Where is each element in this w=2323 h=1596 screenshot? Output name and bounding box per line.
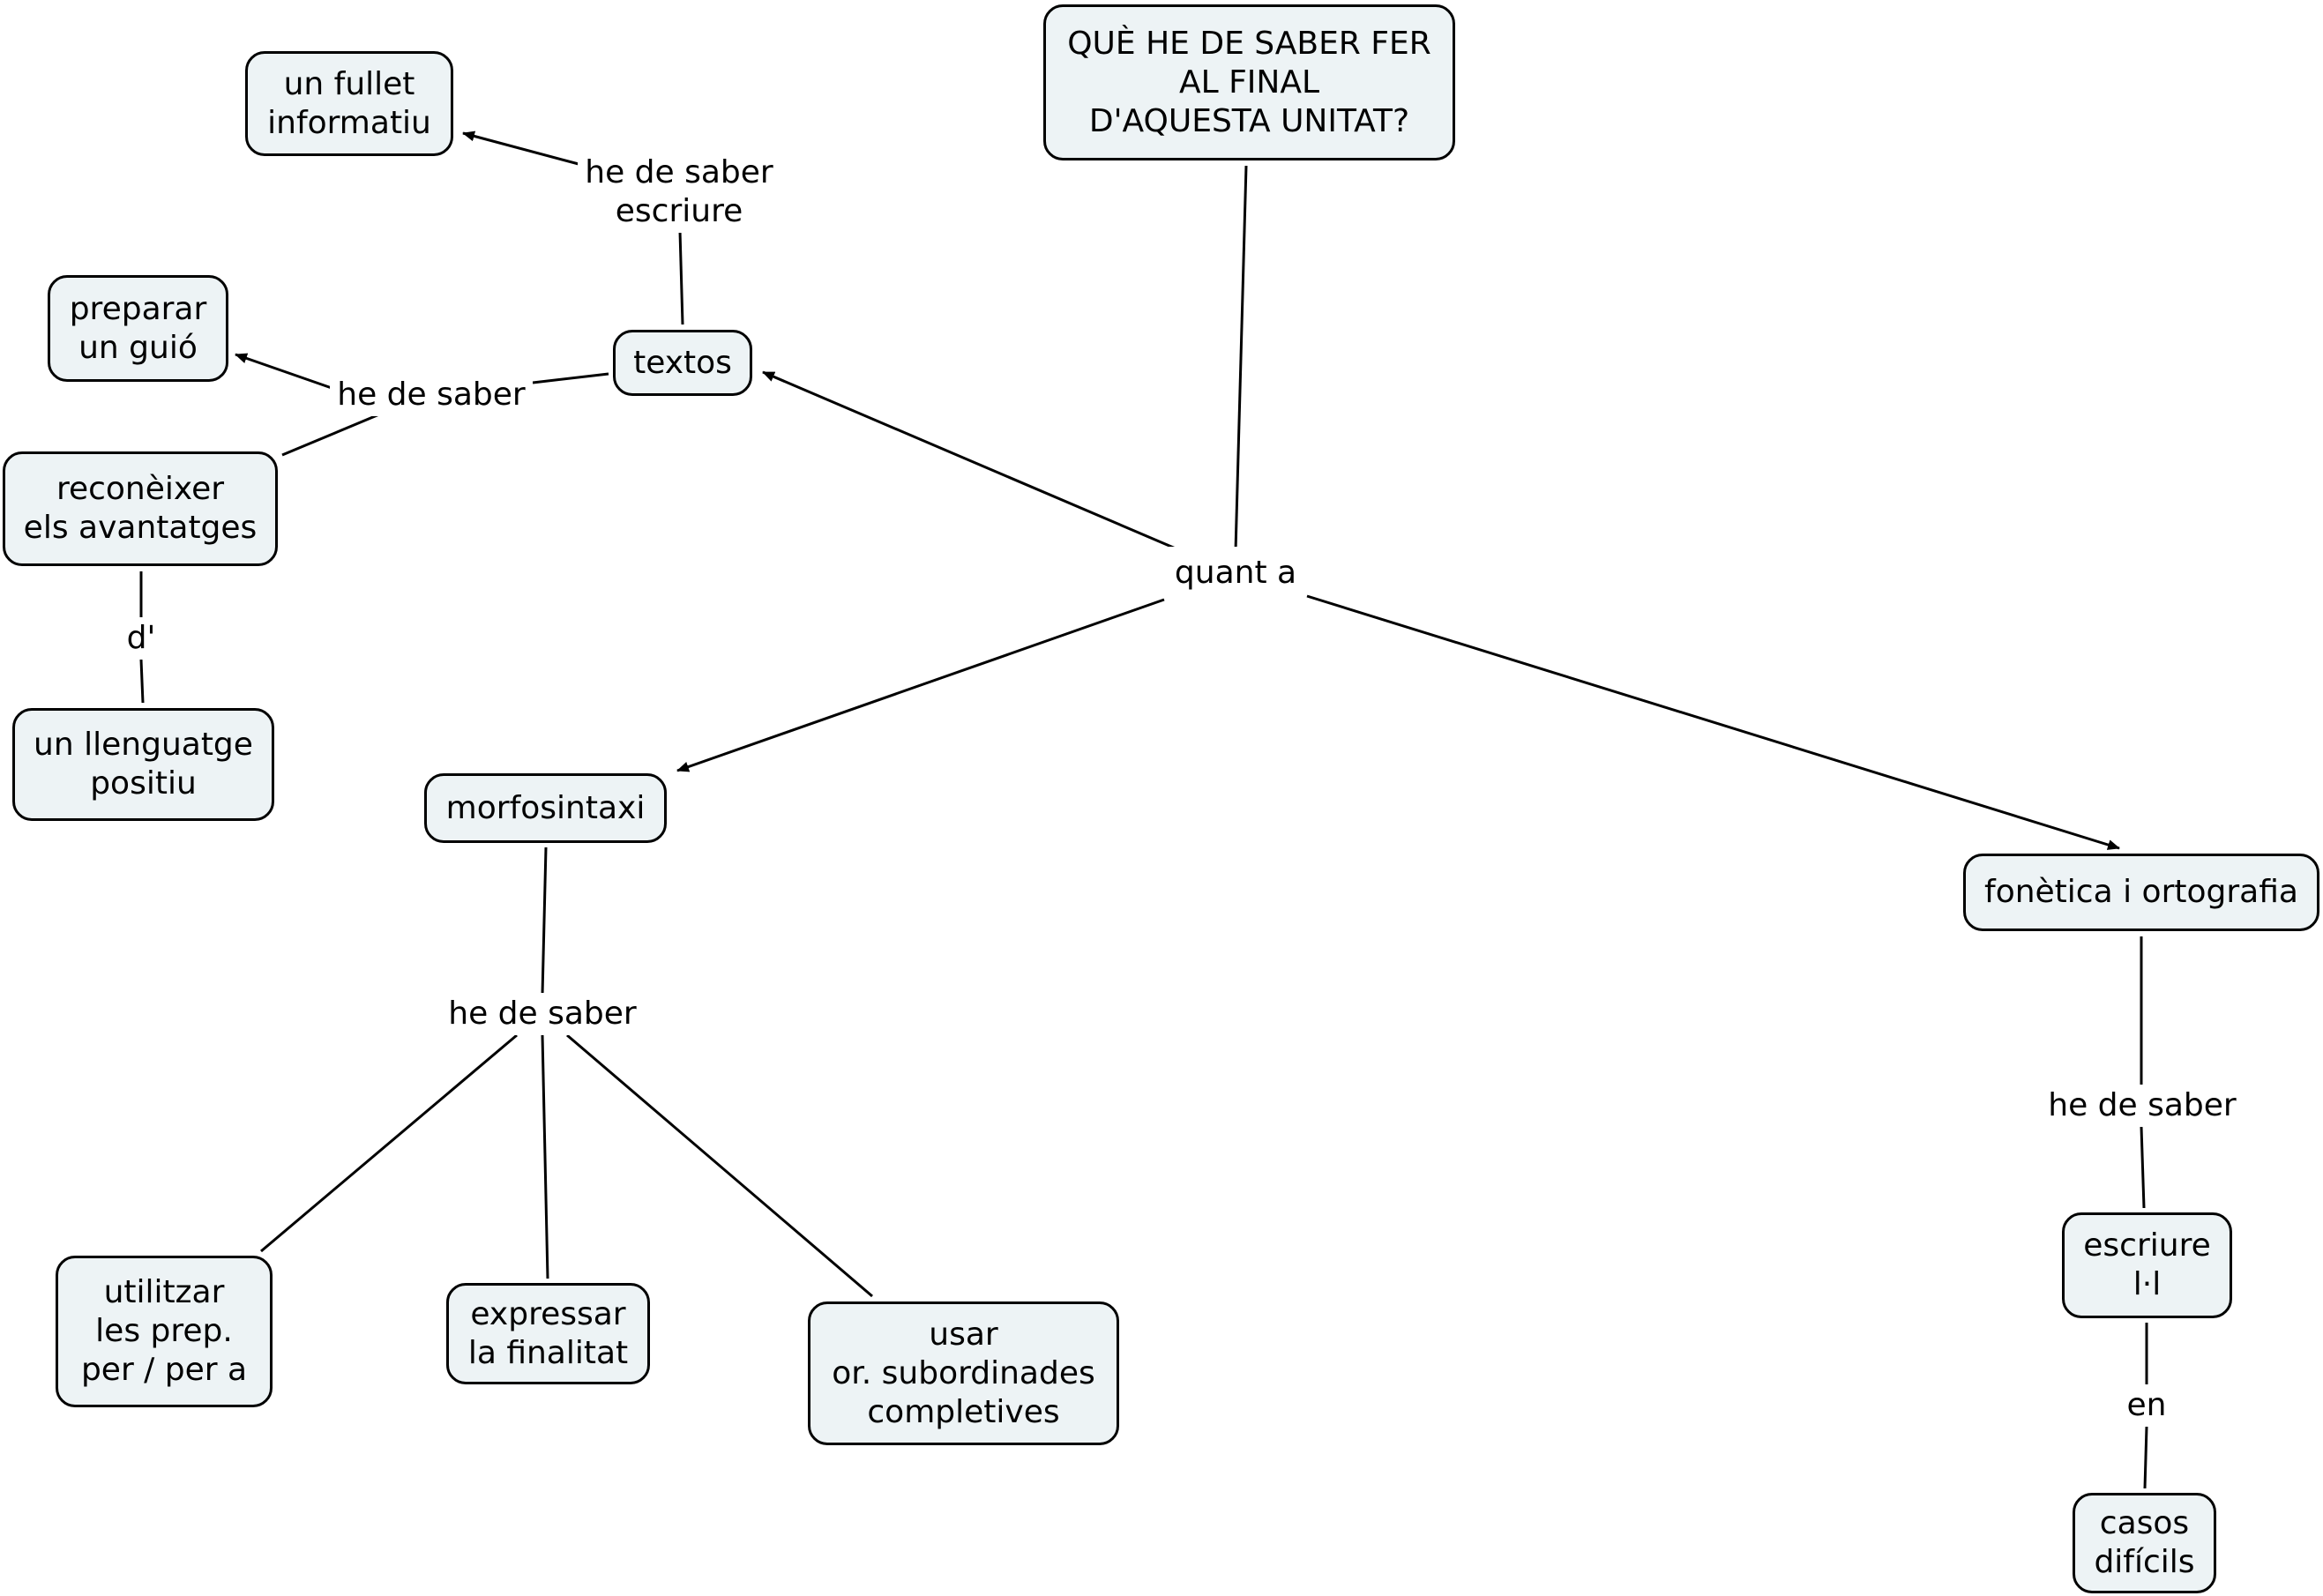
text-line: un llenguatge xyxy=(34,727,253,763)
arrow-quant-a-to-textos xyxy=(762,370,1183,553)
line-d-to-llenguatge xyxy=(139,659,145,704)
link-he-de-saber-textos: he de saber xyxy=(330,374,533,416)
link-d: d' xyxy=(119,617,163,660)
text-line: QUÈ HE DE SABER FER xyxy=(1067,25,1431,62)
text-line: morfosintaxi xyxy=(445,789,646,826)
text-line: fonètica i ortografia xyxy=(1984,874,2298,910)
line-morfosintaxi-to-he-de-saber xyxy=(541,846,548,996)
text-line: he de saber xyxy=(2048,1087,2237,1123)
text-line: d' xyxy=(126,620,156,656)
line-he-de-saber-to-avantatges xyxy=(281,413,380,457)
text-line: els avantatges xyxy=(23,510,258,546)
text-line: or. subordinades xyxy=(832,1354,1095,1391)
text-line: preparar xyxy=(69,290,207,327)
text-line: positiu xyxy=(90,765,197,802)
text-line: escriure xyxy=(615,193,743,229)
arrow-he-de-saber-to-guio xyxy=(235,353,332,390)
line-he-de-saber-to-escriure xyxy=(2140,1126,2146,1209)
text-line: usar xyxy=(929,1316,998,1353)
line-en-to-casos xyxy=(2143,1426,2148,1489)
text-line: informatiu xyxy=(267,104,431,141)
text-line: la finalitat xyxy=(467,1334,629,1371)
arrow-quant-a-to-fonetica xyxy=(1306,594,2120,850)
text-line: en xyxy=(2126,1387,2167,1423)
node-textos[interactable]: textos xyxy=(613,330,752,396)
arrow-quant-a-to-morfosintaxi xyxy=(676,598,1165,772)
text-line: he de saber xyxy=(337,377,526,413)
text-line: completives xyxy=(867,1393,1060,1430)
line-root-to-quant-a xyxy=(1234,165,1248,552)
node-fonetica-ortografia[interactable]: fonètica i ortografia xyxy=(1963,854,2319,931)
line-textos-to-escriure-link xyxy=(678,230,684,325)
text-line: textos xyxy=(633,344,732,381)
node-morfosintaxi[interactable]: morfosintaxi xyxy=(424,773,667,843)
text-line: he de saber xyxy=(585,154,773,190)
text-line: he de saber xyxy=(448,996,637,1032)
text-line: expressar xyxy=(470,1295,626,1332)
arrow-escriure-link-to-fullet xyxy=(462,131,579,166)
text-line: quant a xyxy=(1174,555,1297,591)
text-line: D'AQUESTA UNITAT? xyxy=(1088,102,1410,139)
link-he-de-saber-morfosintaxi: he de saber xyxy=(441,993,644,1035)
text-line: utilitzar xyxy=(103,1274,225,1310)
link-en: en xyxy=(2124,1384,2170,1427)
line-he-de-saber-to-utilitzar xyxy=(260,1033,518,1253)
line-he-de-saber-to-expressar xyxy=(541,1034,549,1279)
text-line: reconèixer xyxy=(56,471,225,507)
line-textos-to-he-de-saber xyxy=(532,372,609,384)
link-quant-a: quant a xyxy=(1165,547,1306,600)
text-line: un fullet xyxy=(283,65,415,102)
text-line: AL FINAL xyxy=(1178,63,1320,101)
text-line: per / per a xyxy=(80,1352,248,1388)
line-he-de-saber-to-usar xyxy=(566,1033,873,1298)
link-he-de-saber-fonetica: he de saber xyxy=(2041,1085,2244,1127)
text-line: escriure xyxy=(2083,1227,2211,1264)
text-line: les prep. xyxy=(95,1313,233,1349)
text-line: casos xyxy=(2099,1505,2190,1541)
text-line: difícils xyxy=(2094,1544,2195,1580)
text-line: l·l xyxy=(2133,1266,2162,1302)
text-line: un guió xyxy=(78,329,198,366)
